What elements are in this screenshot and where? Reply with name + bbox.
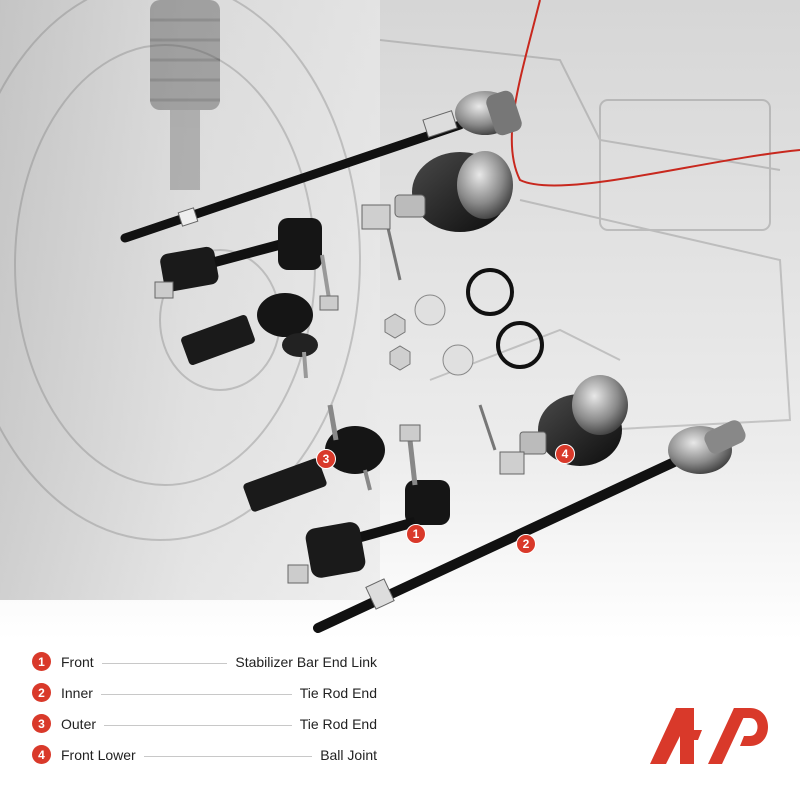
legend-part-name: Tie Rod End: [299, 684, 377, 701]
callout-marker-2: 2: [516, 534, 536, 554]
legend-position-label: Inner: [61, 684, 93, 701]
legend-part-name: Stabilizer Bar End Link: [235, 653, 377, 670]
legend-number-badge: 4: [32, 745, 51, 764]
legend-row: 1 Front Stabilizer Bar End Link: [32, 646, 377, 677]
callout-marker-4: 4: [555, 444, 575, 464]
legend-part-name: Tie Rod End: [299, 715, 377, 732]
legend-row: 3 Outer Tie Rod End: [32, 708, 377, 739]
parts-legend: 1 Front Stabilizer Bar End Link 2 Inner …: [32, 646, 377, 770]
legend-position-label: Front Lower: [61, 746, 136, 763]
callout-marker-3: 3: [316, 449, 336, 469]
leader-line: [101, 663, 228, 664]
legend-number-badge: 2: [32, 683, 51, 702]
legend-row: 4 Front Lower Ball Joint: [32, 739, 377, 770]
leader-line: [104, 725, 292, 726]
legend-number-badge: 1: [32, 652, 51, 671]
suspension-kit-photo: [0, 0, 800, 640]
legend-position-label: Front: [61, 653, 94, 670]
legend-number-badge: 3: [32, 714, 51, 733]
legend-position-label: Outer: [61, 715, 97, 732]
legend-row: 2 Inner Tie Rod End: [32, 677, 377, 708]
leader-line: [143, 756, 313, 757]
legend-part-name: Ball Joint: [320, 746, 377, 763]
ap-logo-icon: [650, 708, 768, 764]
leader-line: [100, 694, 292, 695]
callout-marker-1: 1: [406, 524, 426, 544]
